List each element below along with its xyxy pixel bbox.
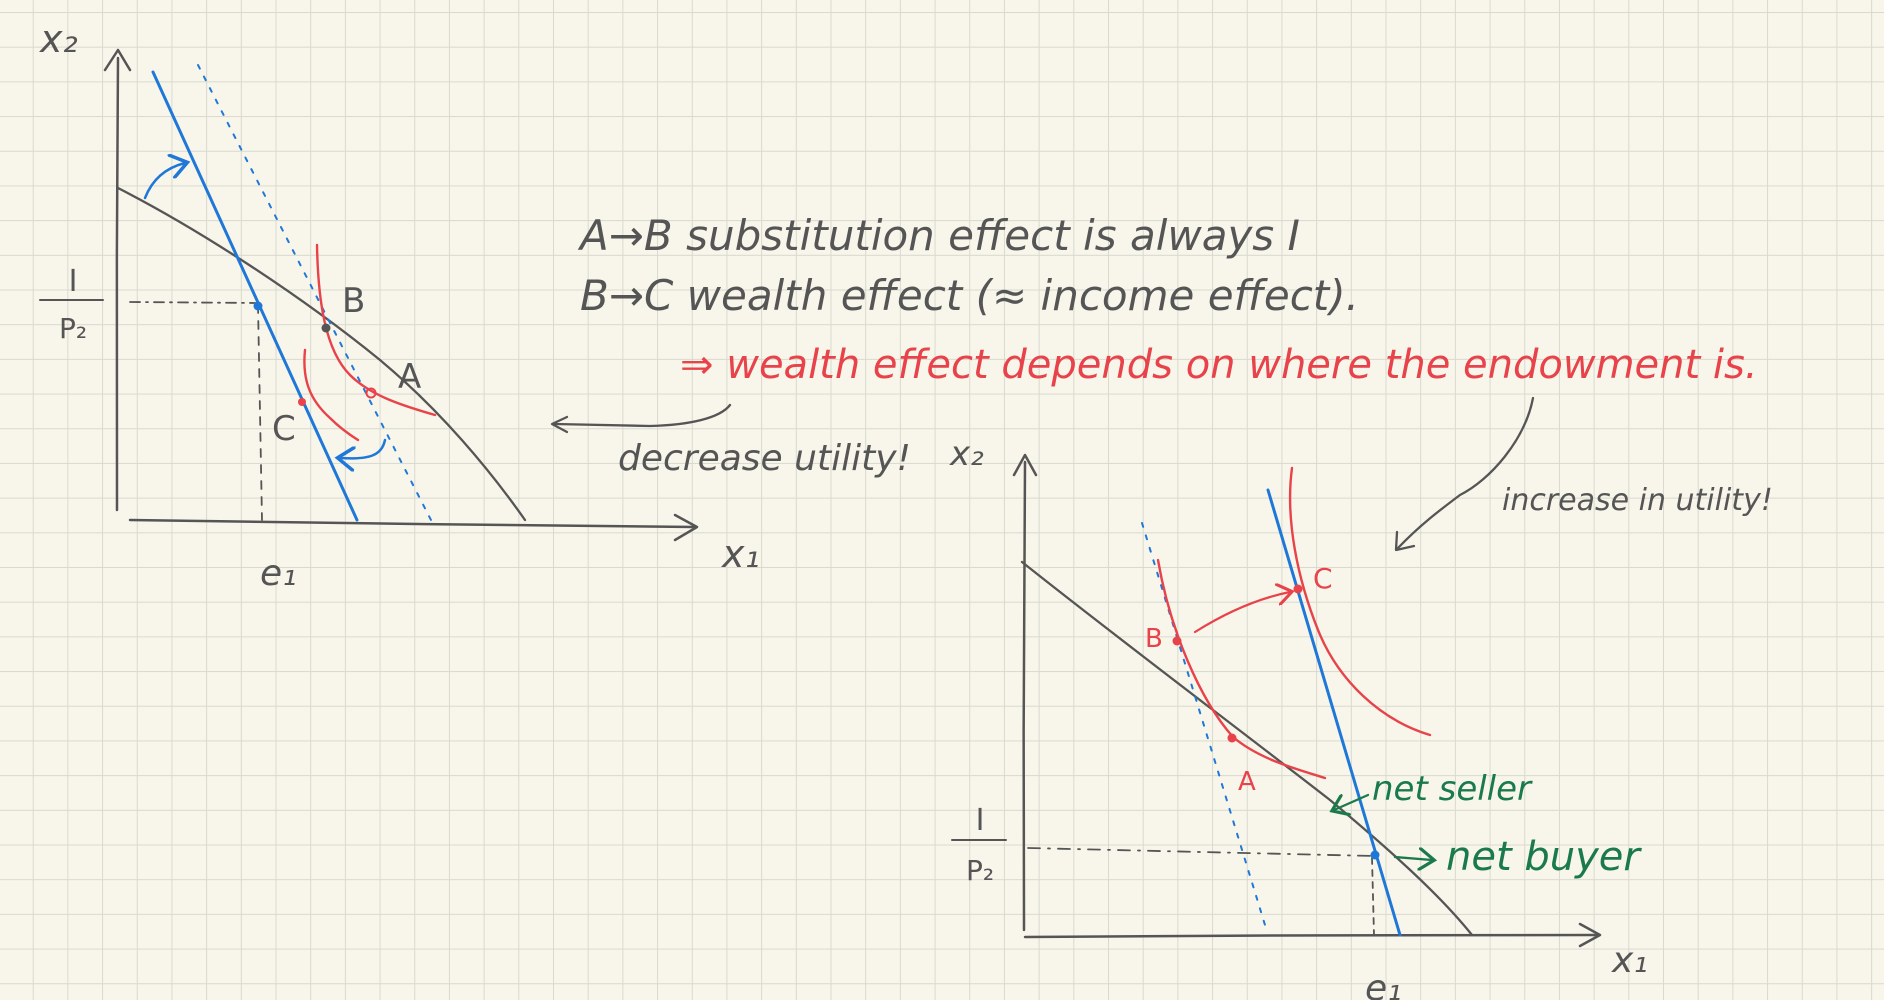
- left-budget-line: [116, 186, 527, 522]
- decrease-arrowhead-icon: [550, 415, 569, 434]
- right-point-c-label: C: [1313, 562, 1333, 595]
- right-point-b-dot: [1172, 636, 1182, 646]
- right-x-axis-arrow-icon: [1578, 922, 1602, 948]
- note-decrease: decrease utility!: [618, 438, 911, 479]
- left-intercept-numerator: I: [69, 264, 78, 299]
- left-y-axis-arrow-icon: [103, 48, 132, 72]
- net-buyer-label: net buyer: [1446, 834, 1642, 880]
- right-point-b-label: B: [1145, 624, 1163, 654]
- left-indifference-curve-high: [315, 243, 437, 417]
- right-endowment-label: e₁: [1365, 968, 1402, 1000]
- left-point-b-label: B: [342, 281, 365, 321]
- right-endowment-h-guide: [1027, 847, 1376, 857]
- left-x-axis-arrow-icon: [673, 513, 699, 542]
- right-point-c-dot: [1293, 584, 1303, 594]
- decrease-arrow-icon: [553, 403, 732, 428]
- left-rotation-arrow-icon: [143, 163, 185, 200]
- right-b-to-c-arrow-icon: [1193, 592, 1290, 634]
- left-endowment-label: e₁: [260, 553, 297, 594]
- right-budget-line: [1020, 560, 1474, 937]
- left-endowment-point: [253, 301, 263, 311]
- right-new-budget-line: [1266, 488, 1402, 937]
- right-indifference-curve-high: [1288, 466, 1432, 737]
- left-point-b-dot: [321, 323, 331, 333]
- left-endowment-h-guide: [129, 301, 259, 304]
- note-increase: increase in utility!: [1502, 483, 1773, 518]
- left-new-budget-line: [151, 70, 359, 522]
- right-intercept-numerator: I: [976, 803, 985, 838]
- left-x-axis: [128, 518, 697, 529]
- net-buyer-arrow-icon: [1393, 857, 1432, 860]
- left-shift-arrow-icon: [340, 438, 387, 458]
- left-point-a-label: A: [398, 357, 421, 397]
- left-point-c-dot: [298, 398, 306, 406]
- note-wealth: B→C wealth effect (≈ income effect).: [580, 271, 1359, 320]
- right-y-axis-label: x₂: [949, 434, 984, 474]
- right-dotted-budget-line: [1141, 522, 1266, 926]
- left-y-axis: [115, 56, 120, 512]
- right-intercept-denominator: P₂: [966, 854, 994, 887]
- increase-arrowhead-icon: [1394, 530, 1416, 552]
- notes: A→B substitution effect is always I B→C …: [550, 211, 1773, 552]
- left-point-a-dot: [365, 387, 377, 399]
- right-y-axis: [1022, 460, 1027, 932]
- note-endowment: ⇒ wealth effect depends on where the end…: [680, 342, 1758, 388]
- left-dotted-budget-line: [197, 64, 433, 523]
- right-y-axis-arrow-icon: [1012, 453, 1038, 477]
- left-endowment-v-guide: [257, 304, 263, 521]
- left-x-axis-label: x₁: [721, 532, 760, 576]
- right-graph: x₂ x₁ I P₂ e₁ A B C net seller net buyer: [949, 434, 1648, 1000]
- left-y-axis-label: x₂: [39, 17, 78, 61]
- right-endowment-point: [1370, 850, 1380, 860]
- right-point-a-label: A: [1238, 767, 1256, 797]
- left-intercept-denominator: P₂: [59, 312, 87, 345]
- right-point-a-dot: [1227, 733, 1237, 743]
- left-axes: [103, 48, 699, 542]
- left-graph: x₂ x₁ I P₂ e₁ B A C: [39, 17, 760, 594]
- net-seller-label: net seller: [1372, 769, 1533, 809]
- right-x-axis-label: x₁: [1611, 940, 1648, 981]
- right-endowment-v-guide: [1371, 857, 1375, 936]
- note-substitution: A→B substitution effect is always I: [577, 211, 1300, 260]
- left-point-c-label: C: [272, 409, 296, 449]
- net-seller-arrow-icon: [1334, 793, 1370, 810]
- left-indifference-curve-low: [303, 348, 360, 442]
- right-x-axis: [1023, 933, 1600, 939]
- right-indifference-curve-low: [1156, 558, 1327, 780]
- increase-arrow-icon: [1396, 396, 1535, 550]
